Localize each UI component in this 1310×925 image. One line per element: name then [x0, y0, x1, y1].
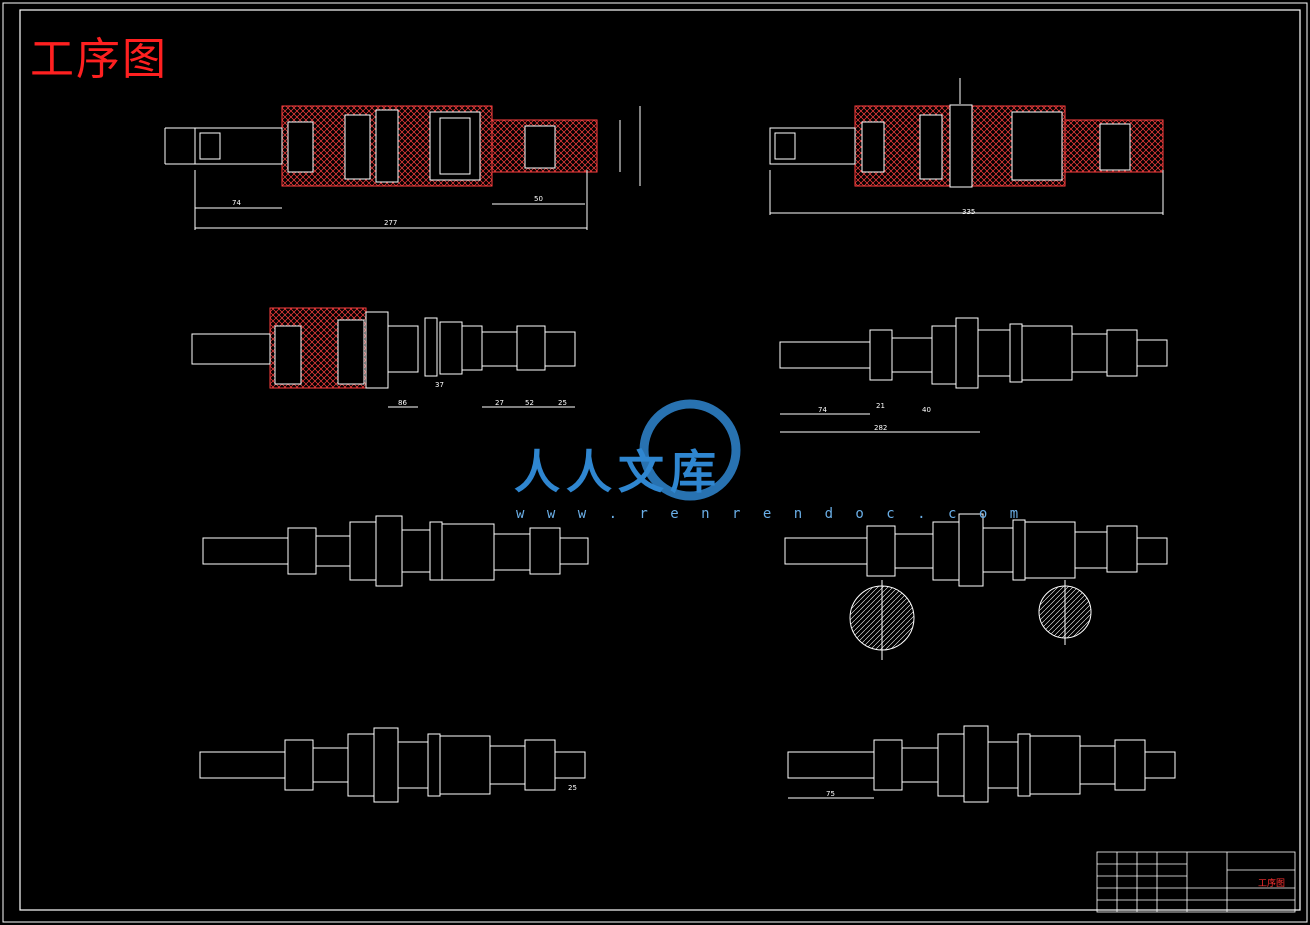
v8-dim-75: 75: [826, 790, 835, 798]
view-2-shaft: [769, 78, 1164, 215]
view-1-shaft: [164, 105, 641, 230]
v1-dim-277: 277: [384, 219, 397, 227]
view-6-shaft: [784, 513, 1168, 660]
v1-dim-74: 74: [232, 199, 241, 207]
title-block: [1096, 851, 1296, 913]
view-3-shaft: [191, 307, 576, 408]
v2-dim-335: 335: [962, 208, 975, 216]
v4-dim-282: 282: [874, 424, 887, 432]
v4-dim-40: 40: [922, 406, 931, 414]
v4-dim-74: 74: [818, 406, 827, 414]
v3-dim-25: 25: [558, 399, 567, 407]
v4-dim-21: 21: [876, 402, 885, 410]
v3-dim-86: 86: [398, 399, 407, 407]
v1-dim-50: 50: [534, 195, 543, 203]
view-5-shaft: [202, 515, 589, 587]
v3-dim-37: 37: [435, 381, 444, 389]
v3-dim-52: 52: [525, 399, 534, 407]
view-8-shaft: [787, 725, 1176, 803]
view-4-shaft: [779, 317, 1168, 433]
watermark-logo: [639, 399, 741, 501]
sheet-inner-border: [19, 9, 1301, 911]
title-block-drawing-name: 工序图: [1258, 879, 1286, 889]
watermark-url: w w w . r e n r e n d o c . c o m: [516, 506, 1026, 522]
v3-dim-27: 27: [495, 399, 504, 407]
v7-dim-25: 25: [568, 784, 577, 792]
watermark-text: 人人文库: [514, 445, 722, 499]
view-7-shaft: [199, 727, 586, 803]
drawing-title: 工序图: [30, 34, 168, 85]
